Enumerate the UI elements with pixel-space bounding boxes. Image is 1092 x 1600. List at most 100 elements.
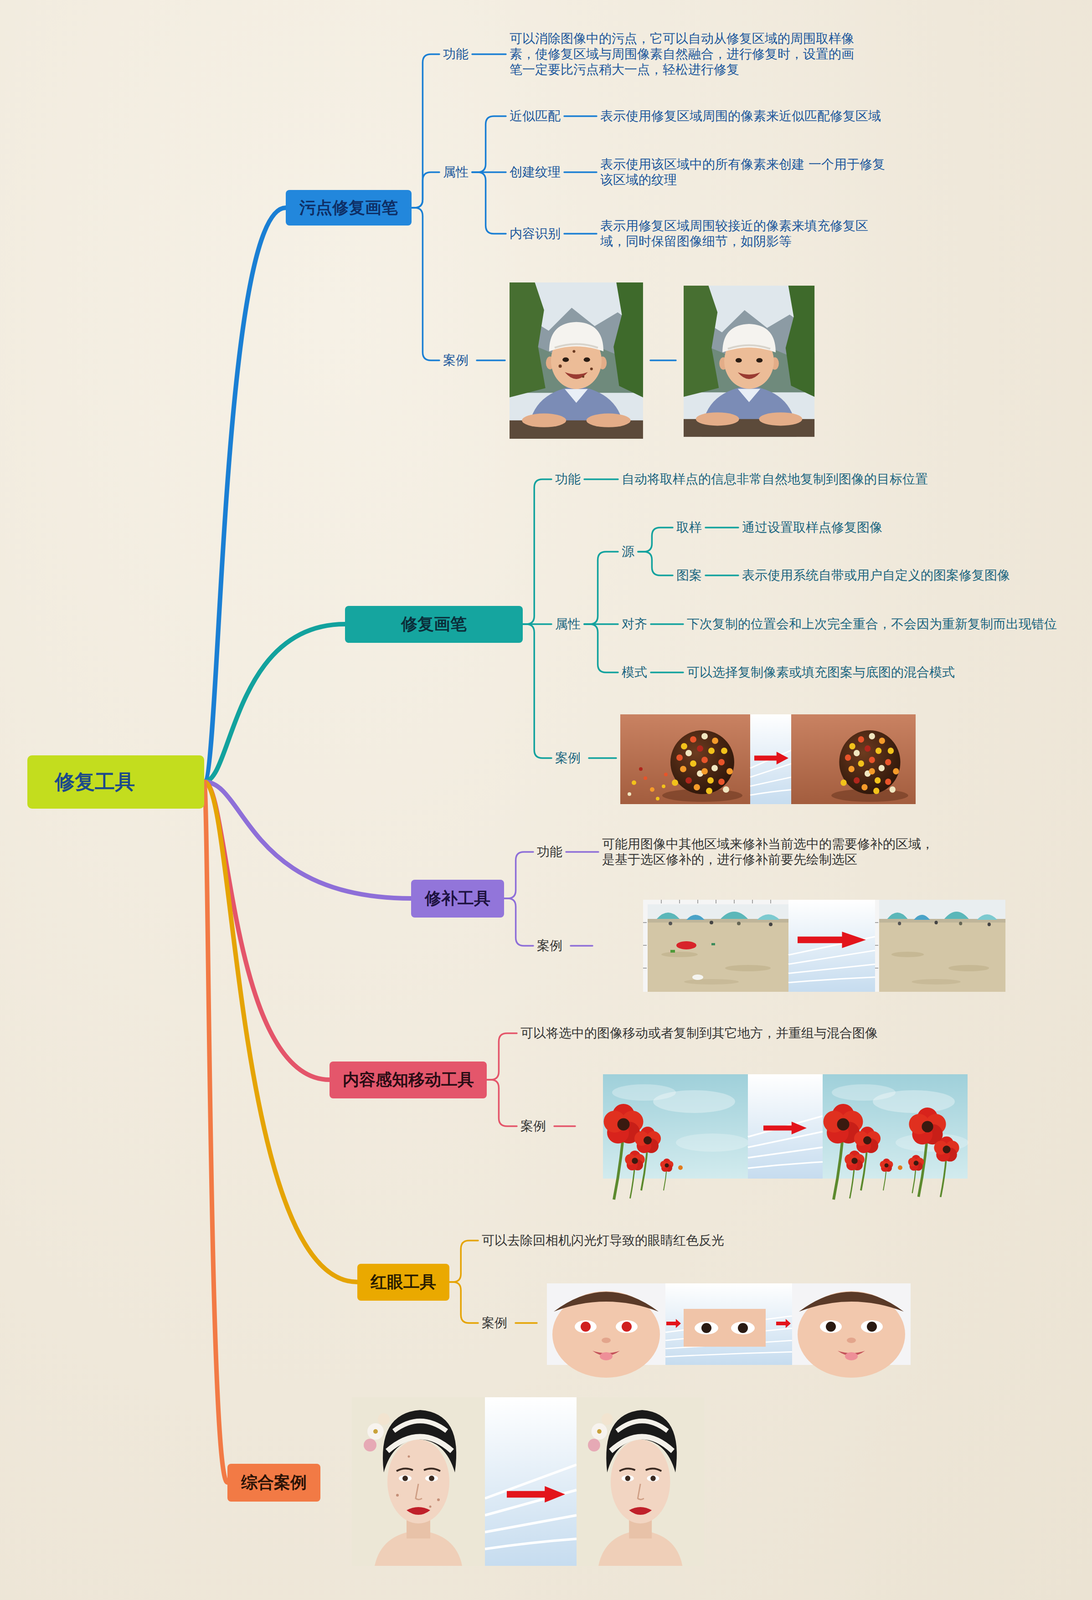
topic-label: 通过设置取样点修复图像	[741, 520, 883, 536]
root-topic: 修复工具	[27, 755, 205, 809]
branch-line	[566, 851, 599, 854]
branch-line	[638, 551, 673, 576]
branch-topic: 综合案例	[227, 1464, 321, 1503]
illustration-part	[509, 282, 644, 439]
topic-text: 图案	[672, 566, 706, 586]
illustration-part	[788, 900, 876, 993]
topic-label: 表示使用系统自带或用户自定义的图案修复图像	[741, 567, 1010, 584]
branch-line	[486, 1033, 517, 1081]
topic-text: 近似匹配	[505, 106, 565, 126]
topic-label: 功能	[536, 844, 563, 861]
topic-text: 下次复制的位置会和上次完全重合，不会因为重新复制而出现错位	[683, 614, 1061, 634]
topic-label: 内容感知移动工具	[342, 1069, 474, 1092]
final-case	[351, 1397, 705, 1567]
topic-label: 源	[621, 544, 635, 560]
topic-label: 可以选择复制像素或填充图案与底图的混合模式	[686, 664, 955, 681]
illustration-part	[484, 1397, 577, 1567]
illustration-part	[643, 900, 771, 969]
topic-text: 案例	[439, 350, 473, 371]
illustration-part	[429, 1506, 432, 1509]
topic-text: 内容识别	[505, 224, 565, 244]
illustration-part	[558, 364, 562, 368]
branch-topic: 红眼工具	[357, 1264, 450, 1302]
illustration-part	[683, 1309, 766, 1348]
illustration-part	[649, 787, 655, 793]
illustration-part	[643, 900, 648, 993]
illustration-part	[792, 1283, 911, 1379]
topic-text: 可能用图像中其他区域来修补当前选中的需要修补的区域，是基于选区修补的，进行修补前…	[598, 834, 943, 870]
illustration-part	[825, 1322, 836, 1333]
illustration-part	[582, 375, 585, 378]
branch-line	[204, 782, 330, 1081]
topic-label: 表示使用该区域中的所有像素来创建 一个用于修复该区域的纹理	[600, 156, 892, 188]
illustration-part	[791, 714, 916, 805]
illustration-part	[933, 1137, 959, 1198]
topic-text: 可以消除图像中的污点，它可以自动从修复区域的周围取样像素，使修复区域与周围像素自…	[505, 29, 860, 80]
illustration-part	[661, 784, 666, 789]
topic-label: 案例	[442, 352, 469, 369]
content-aware-move-case	[602, 1074, 969, 1201]
illustration-part	[570, 945, 593, 948]
topic-label: 属性	[442, 164, 469, 181]
illustration-part	[747, 1074, 823, 1180]
illustration-part	[621, 1322, 632, 1333]
illustration-part	[792, 1283, 911, 1379]
illustration-part	[351, 1397, 485, 1567]
illustration-part	[875, 900, 1006, 993]
illustration-part	[590, 367, 593, 371]
branch-line	[705, 526, 739, 529]
illustration-part	[554, 1125, 576, 1128]
topic-text: 案例	[516, 1117, 550, 1137]
illustration-part	[484, 1397, 577, 1567]
topic-label: 属性	[555, 616, 581, 633]
red-eye-case	[546, 1283, 911, 1379]
illustration-part	[822, 1074, 969, 1201]
illustration-part	[666, 1319, 681, 1329]
topic-label: 模式	[621, 664, 648, 681]
topic-label: 修复工具	[54, 768, 135, 796]
branch-line	[522, 479, 552, 625]
branch-line	[472, 53, 506, 56]
topic-text: 功能	[439, 44, 473, 64]
topic-label: 近似匹配	[509, 108, 561, 124]
topic-label: 图案	[676, 567, 702, 584]
branch-line	[449, 1282, 479, 1324]
illustration-part	[396, 1494, 399, 1498]
illustration-part	[572, 350, 576, 353]
topic-text: 表示使用系统自带或用户自定义的图案修复图像	[738, 566, 1014, 586]
topic-text: 功能	[533, 842, 567, 862]
branch-line	[472, 172, 506, 234]
illustration-part	[694, 1322, 719, 1335]
branch-line	[204, 624, 346, 783]
branch-topic: 修补工具	[411, 880, 505, 918]
illustration-part	[665, 1283, 793, 1366]
illustration-part	[875, 900, 880, 993]
illustration-part	[627, 792, 632, 797]
illustration-part	[676, 941, 697, 950]
topic-text: 案例	[533, 936, 567, 956]
illustration-part	[476, 359, 676, 362]
topic-text: 案例	[478, 1313, 511, 1334]
illustration-part	[643, 900, 789, 993]
branch-line	[204, 782, 358, 1283]
illustration-part	[711, 943, 716, 946]
illustration-part	[602, 1074, 749, 1201]
topic-label: 可以消除图像中的污点，它可以自动从修复区域的周围取样像素，使修复区域与周围像素自…	[509, 30, 856, 78]
branch-line	[584, 551, 619, 625]
illustration-part	[776, 1319, 791, 1329]
topic-label: 下次复制的位置会和上次完全重合，不会因为重新复制而出现错位	[686, 616, 1057, 633]
illustration-part	[437, 1498, 440, 1502]
topic-text: 模式	[618, 663, 651, 683]
branch-line	[522, 624, 552, 759]
topic-text: 属性	[439, 162, 473, 182]
illustration-part	[580, 1322, 591, 1333]
illustration-part	[664, 772, 668, 777]
illustration-part	[797, 932, 866, 949]
branch-line	[584, 624, 619, 673]
illustration-part	[776, 1319, 791, 1329]
branch-topic: 污点修复画笔	[285, 190, 412, 226]
illustration-part	[750, 714, 792, 805]
branch-line	[504, 898, 534, 947]
illustration-part	[683, 285, 815, 438]
